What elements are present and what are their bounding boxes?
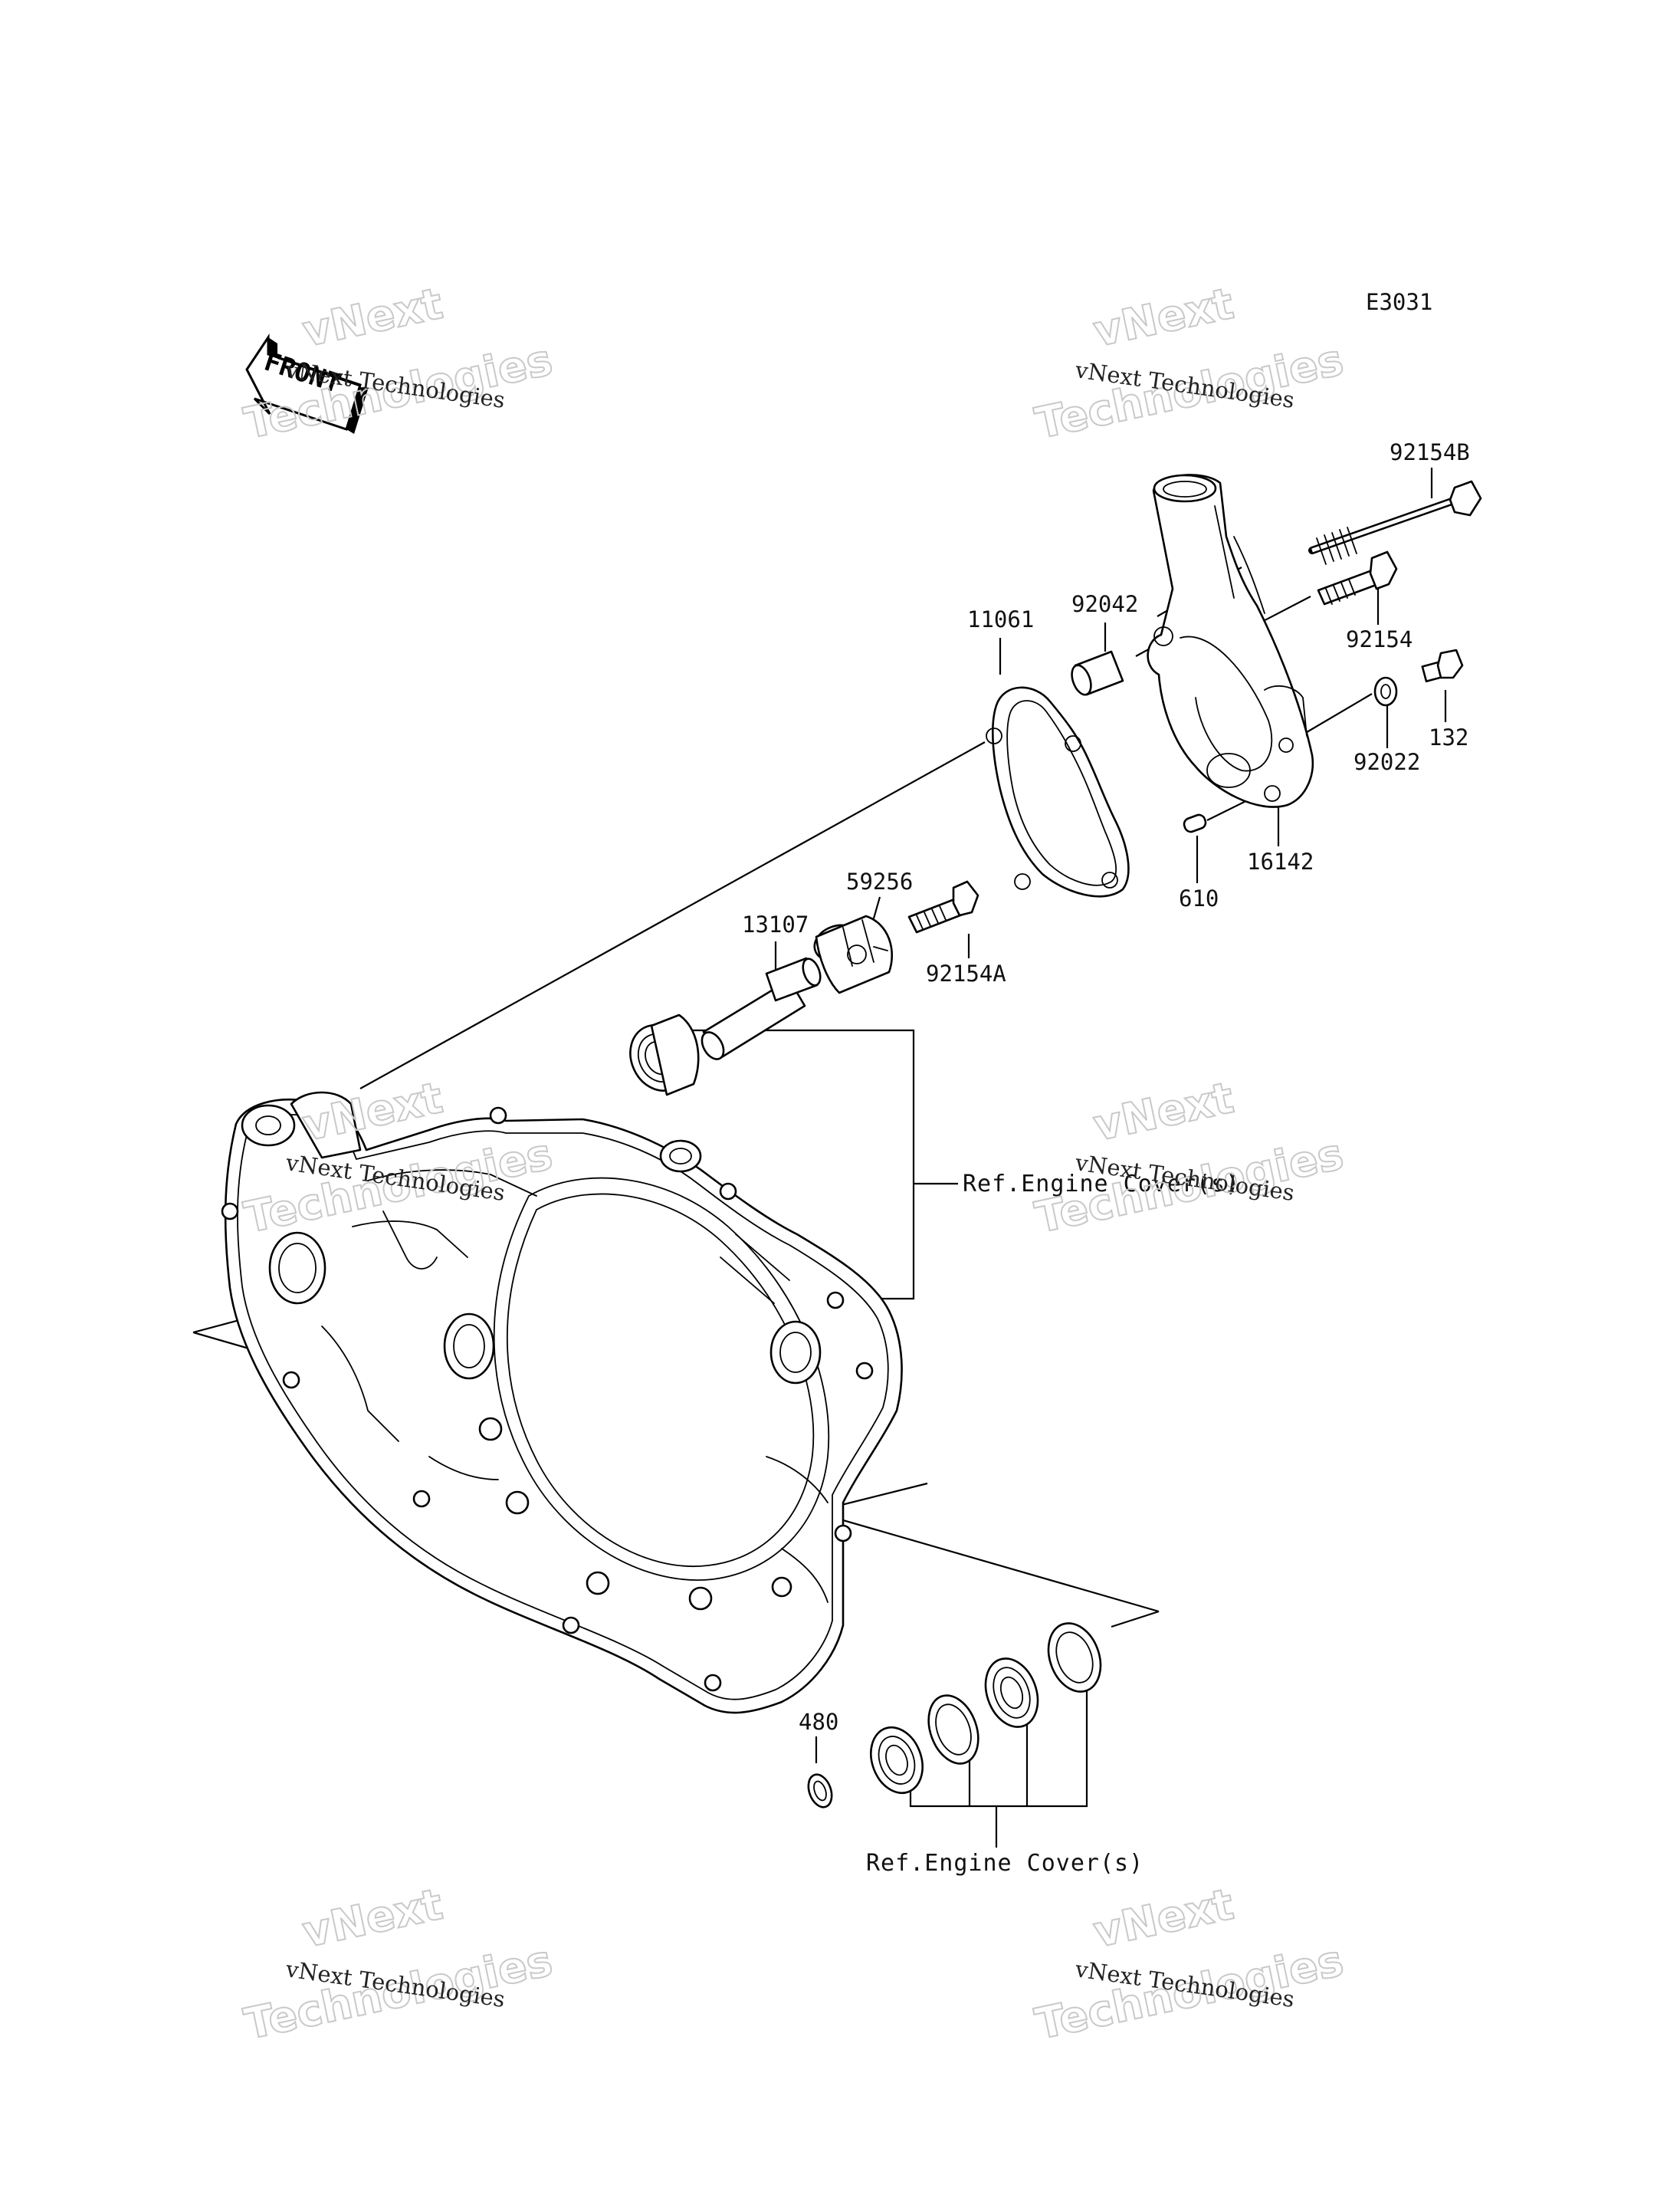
dowel-pin-610 (1183, 813, 1207, 833)
washer-92022 (1373, 676, 1398, 707)
watermark-top-right: vNext Technologies vNext Technologies (1030, 278, 1348, 450)
bolt-92154B (1308, 480, 1482, 565)
label-480: 480 (799, 1709, 838, 1735)
bearing-lower-1 (870, 1726, 924, 1795)
svg-text:vNext: vNext (1089, 279, 1238, 357)
label-132: 132 (1429, 724, 1468, 751)
label-92154B: 92154B (1390, 439, 1470, 465)
watermark-top-left: vNext Technologies vNext Technologies (239, 278, 557, 450)
diagram-code: E3031 (1366, 289, 1432, 315)
svg-text:vNext: vNext (298, 279, 447, 357)
watermark-mid-right: vNext Technologies vNext Technologies (1030, 1073, 1348, 1244)
label-92154: 92154 (1346, 626, 1413, 652)
label-610: 610 (1179, 885, 1219, 912)
label-11061: 11061 (967, 606, 1034, 632)
label-16142: 16142 (1247, 849, 1314, 875)
impeller-59256 (813, 915, 893, 994)
gasket-11061 (986, 686, 1130, 898)
sleeve-92042 (1071, 650, 1124, 696)
svg-text:vNext: vNext (298, 1880, 447, 1958)
label-92154A: 92154A (926, 961, 1006, 987)
label-92022: 92022 (1354, 749, 1420, 775)
bolt-92154A (907, 880, 979, 934)
shaft-13107 (701, 957, 822, 1060)
svg-text:vNext: vNext (1089, 1880, 1238, 1958)
watermark-bottom-left: vNext Technologies vNext Technologies (239, 1879, 557, 2051)
bolt-132 (1421, 649, 1464, 683)
label-59256: 59256 (846, 869, 913, 895)
ref-engine-cover-upper: Ref.Engine Cover(s) (963, 1171, 1240, 1197)
bearing-lower-3 (984, 1657, 1039, 1728)
label-13107: 13107 (742, 912, 809, 938)
bolt-92154 (1317, 550, 1398, 606)
seal-lower-4 (1047, 1622, 1102, 1693)
svg-text:vNext: vNext (1089, 1073, 1238, 1151)
water-pump-cover (1147, 474, 1314, 808)
seal-lower-2 (927, 1694, 979, 1765)
part-labels: 92154B 92154 132 92022 16142 610 92042 1… (742, 439, 1470, 1877)
bearing-upper (629, 1013, 700, 1096)
watermark-bottom-right: vNext Technologies vNext Technologies (1030, 1879, 1348, 2051)
engine-cover (221, 1091, 903, 1714)
ref-engine-cover-lower: Ref.Engine Cover(s) (866, 1850, 1144, 1877)
seal-480 (807, 1773, 833, 1808)
label-92042: 92042 (1071, 591, 1138, 617)
